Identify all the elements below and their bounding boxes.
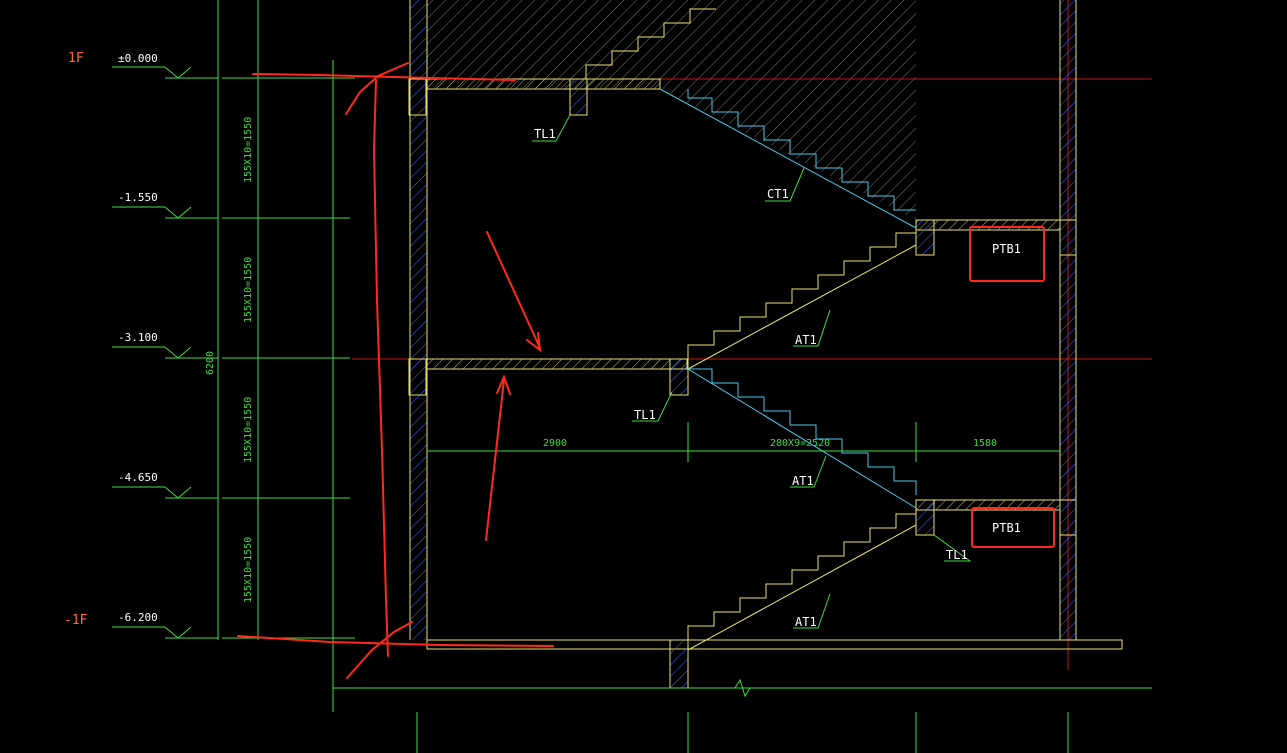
floor-tag-b1f: -1F (64, 613, 88, 628)
level-1: -1.550 (118, 191, 158, 204)
stair-flights (585, 8, 917, 651)
label-tl1-low: TL1 (946, 548, 968, 562)
right-wall-hatch (1060, 0, 1076, 640)
vertical-dimension-lines (217, 0, 355, 712)
dim-flight-4: 155X10=1550 (243, 537, 254, 603)
label-tl1-mid: TL1 (634, 408, 656, 422)
left-wall-hatch (410, 0, 427, 640)
earth-hatch (427, 0, 916, 220)
level-markers (112, 66, 218, 639)
right-wall (1059, 0, 1077, 640)
label-leaders (532, 114, 972, 629)
label-at1-c: AT1 (795, 615, 817, 629)
dim-flight-1: 155X10=1550 (243, 117, 254, 183)
left-wall (408, 0, 428, 640)
annotation-markup (237, 62, 1055, 679)
level-2: -3.100 (118, 331, 158, 344)
label-at1-a: AT1 (795, 333, 817, 347)
label-ptb1-lower: PTB1 (992, 521, 1021, 535)
dim-1580: 1580 (973, 438, 997, 449)
label-ct1: CT1 (767, 187, 789, 201)
label-tl1-top: TL1 (534, 127, 556, 141)
dim-flight-2: 155X10=1550 (243, 257, 254, 323)
level-3: -4.650 (118, 471, 158, 484)
horizontal-dimension (333, 422, 1152, 753)
level-4: -6.200 (118, 611, 158, 624)
level-0: ±0.000 (118, 52, 158, 65)
floor-tag-1f: 1F (68, 51, 84, 66)
dim-2900: 2900 (543, 438, 567, 449)
slabs (426, 78, 1123, 650)
label-at1-b: AT1 (792, 474, 814, 488)
dim-steps: 280X9=2520 (770, 438, 830, 449)
label-ptb1-upper: PTB1 (992, 242, 1021, 256)
projected-stairs (659, 88, 917, 509)
dim-total: 6200 (205, 351, 216, 375)
dim-flight-3: 155X10=1550 (243, 397, 254, 463)
